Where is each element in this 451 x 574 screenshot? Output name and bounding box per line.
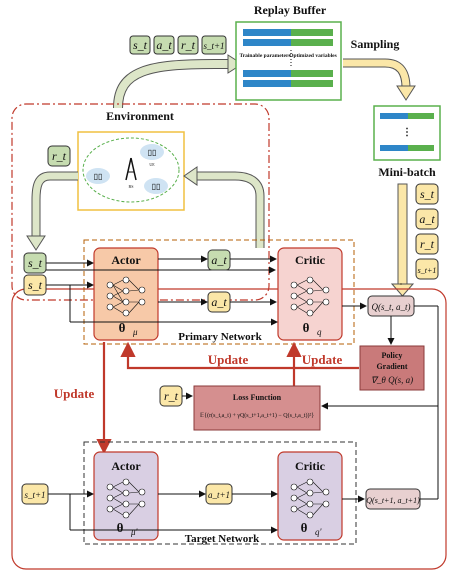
transition-a: a_t [156, 38, 172, 52]
primary-q-text: Q(s_t, a_t) [372, 302, 411, 312]
env-to-state-arrow [31, 171, 78, 238]
svg-text:⋮: ⋮ [402, 127, 412, 138]
target-actor-nn-icon [106, 478, 146, 519]
buffer-col-left: Trainable parameters [239, 53, 290, 59]
replay-buffer-title: Replay Buffer [254, 3, 327, 17]
buffer-col-right: Optimized variables [289, 53, 337, 59]
loss-reward-text: r_t [164, 389, 179, 403]
primary-critic-nn-icon [290, 276, 330, 317]
action-to-env-arrow [195, 171, 265, 248]
mb-s: s_t [420, 187, 435, 201]
transition-r: r_t [181, 38, 196, 52]
primary-critic-sub: q [317, 327, 322, 337]
env-reward-tag [47, 145, 71, 167]
target-critic-sub: q' [315, 527, 323, 537]
primary-critic-title: Critic [295, 253, 326, 267]
target-network-label: Target Network [185, 533, 260, 545]
mini-batch-items: s_t a_t r_t s_t+1 [415, 183, 439, 280]
bs-tower-icon: BS [125, 157, 137, 189]
policy-gradient-box [359, 345, 425, 391]
mb-s-next: s_t+1 [418, 266, 437, 275]
transition-tuple: s_t a_t r_t s_t+1 [129, 35, 227, 55]
primary-action-green-tag [207, 249, 231, 271]
loss-function-formula: 𝔼{(r(s_t,a_t) + γQ(s_t+1,a_t+1) − Q(s_t,… [200, 412, 314, 419]
environment-title: Environment [106, 109, 174, 123]
target-network-box [83, 441, 357, 545]
primary-action-green-text: a_t [211, 253, 227, 267]
transition-s: s_t [133, 38, 148, 52]
target-action-text: a_t+1 [208, 490, 230, 500]
target-critic-theta: θ [301, 520, 308, 535]
primary-network-label: Primary Network [178, 331, 262, 343]
loss-function-box [193, 385, 321, 431]
target-critic-title: Critic [295, 459, 326, 473]
svg-text:▯▯: ▯▯ [152, 182, 161, 191]
primary-action-text: a_t [211, 295, 227, 309]
update-actor-arrow [120, 341, 359, 370]
primary-actor-sub: μ [132, 327, 138, 337]
svg-text:BS: BS [129, 184, 134, 189]
update-label-2: Update [302, 352, 343, 367]
env-state-text: s_t [28, 256, 43, 270]
target-q-text: Q(s_t+1, a_t+1) [366, 496, 420, 505]
mb-a: a_t [419, 212, 435, 226]
primary-actor-theta: θ [119, 320, 126, 335]
target-actor-title: Actor [111, 459, 141, 473]
primary-state-text: s_t [28, 278, 43, 292]
target-state-text: s_t+1 [24, 490, 45, 500]
update-label-1: Update [208, 352, 249, 367]
loss-function-title: Loss Function [233, 393, 282, 402]
ue-clouds: ▯▯ UE ▯▯ ▯▯ [86, 144, 168, 194]
mb-r: r_t [420, 237, 435, 251]
primary-actor-title: Actor [111, 253, 141, 267]
primary-critic-theta: θ [303, 320, 310, 335]
training-region [11, 288, 447, 570]
svg-text:UE: UE [149, 162, 155, 167]
primary-actor-nn-icon [106, 276, 146, 317]
svg-text:▯▯: ▯▯ [94, 172, 103, 181]
target-critic-nn-icon [290, 478, 330, 519]
sampling-label: Sampling [351, 37, 400, 51]
policy-gradient-l2: Gradient [376, 362, 407, 371]
env-reward-text: r_t [52, 149, 67, 163]
mini-batch-label: Mini-batch [378, 165, 436, 179]
target-actor-sub: μ' [130, 527, 139, 537]
policy-gradient-l1: Policy [382, 351, 403, 360]
buffer-rows [243, 29, 333, 87]
policy-gradient-l3: ∇_θ Q(s, a) [371, 375, 413, 385]
env-to-buffer-arrow [113, 59, 230, 109]
update-label-3: Update [54, 386, 95, 401]
minibatch-down-arrow [397, 183, 408, 287]
transition-s-next: s_t+1 [203, 41, 224, 51]
primary-network-box [83, 239, 355, 345]
svg-text:▯▯: ▯▯ [148, 148, 157, 157]
target-actor-theta: θ [117, 520, 124, 535]
